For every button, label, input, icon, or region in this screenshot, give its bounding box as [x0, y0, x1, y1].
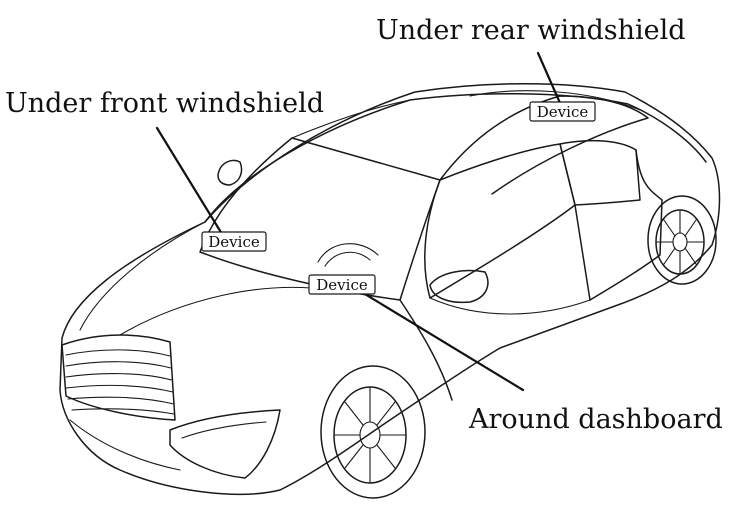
callout-rear-windshield: Under rear windshield — [376, 15, 686, 46]
rear-wheel — [647, 195, 717, 285]
front-wheel — [320, 365, 426, 499]
grille-slats — [65, 349, 175, 415]
device-tag-rear: Device — [529, 101, 596, 122]
device-label-dashboard: Device — [316, 276, 368, 294]
device-tag-dashboard: Device — [308, 274, 376, 295]
callout-around-dashboard: Around dashboard — [468, 404, 723, 435]
callout-front-windshield: Under front windshield — [5, 88, 324, 119]
device-tag-front: Device — [201, 231, 267, 252]
leader-front — [155, 126, 224, 236]
leader-dashboard — [353, 286, 525, 392]
car-body — [59, 82, 721, 495]
leader-rear — [536, 51, 562, 105]
device-label-rear: Device — [537, 103, 589, 121]
device-label-front: Device — [208, 233, 260, 251]
steering-wheel — [317, 243, 379, 267]
